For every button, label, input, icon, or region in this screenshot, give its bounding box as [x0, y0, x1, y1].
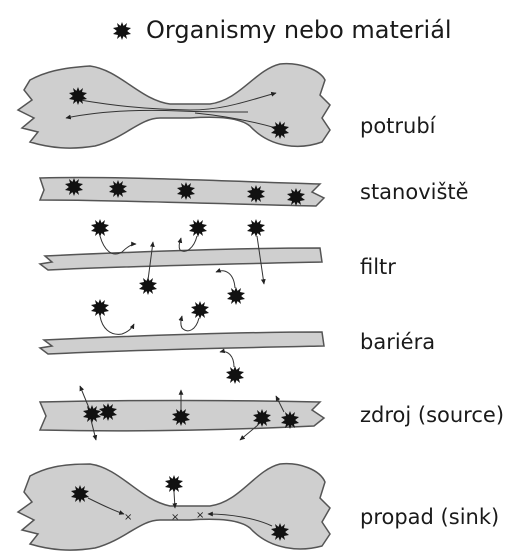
- sink-diagram: × × ×: [18, 464, 330, 550]
- organism-icon: [189, 219, 207, 237]
- death-mark: ×: [124, 512, 132, 523]
- legend-organism-icon: [113, 22, 131, 40]
- row-label-conduit: potrubí: [360, 114, 436, 138]
- organism-icon: [91, 299, 109, 317]
- row-label-filter: filtr: [360, 255, 396, 279]
- barrier-diagram: [40, 299, 324, 384]
- row-label-barrier: bariéra: [360, 330, 435, 354]
- row-label-source: zdroj (source): [360, 403, 504, 427]
- organism-icon: [165, 475, 183, 493]
- habitat-diagram: [40, 178, 324, 206]
- death-mark: ×: [171, 512, 179, 523]
- organism-icon: [247, 219, 265, 237]
- legend-label: Organismy nebo materiál: [146, 16, 452, 44]
- organism-icon: [226, 366, 244, 384]
- conduit-diagram: [18, 64, 330, 148]
- organism-icon: [191, 301, 209, 319]
- filter-shape: [40, 248, 322, 270]
- filter-diagram: [40, 219, 322, 305]
- organism-icon: [227, 287, 245, 305]
- barrier-shape: [40, 332, 324, 354]
- death-mark: ×: [196, 510, 204, 521]
- organism-icon: [91, 219, 109, 237]
- source-diagram: [40, 386, 324, 440]
- row-label-habitat: stanoviště: [360, 180, 469, 204]
- row-label-sink: propad (sink): [360, 505, 499, 529]
